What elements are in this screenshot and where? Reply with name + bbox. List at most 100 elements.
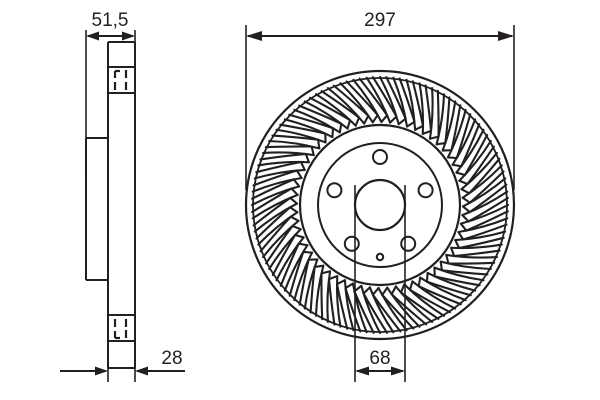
cooling-vane-slot [275,128,327,144]
cooling-vane-slot [283,118,334,139]
dimension-51-5 [85,30,136,180]
cooling-vane-slot [418,82,425,135]
cooling-vane-slot [264,145,313,149]
cooling-vane-slot [455,128,485,174]
cooling-vane-slot-cap [289,215,300,222]
cooling-vane-slot-cap [371,113,379,124]
cooling-vane-slot-cap [338,122,343,134]
cooling-vane-slot [343,279,355,332]
cooling-vane-slot-cap [335,279,346,286]
side-section-view [85,41,136,369]
cooling-vane-slot [450,243,503,250]
dimension-label-51-5: 51,5 [92,10,129,31]
cooling-vane-slot [352,78,383,124]
cooling-vane-slot [458,139,492,182]
cooling-vane-group [250,75,510,335]
cooling-vane-slot [459,203,510,225]
cooling-vane-slot-cap [397,117,407,126]
cooling-vane-slot [439,260,492,271]
cooling-vane-slot-cap [292,178,301,188]
bolt-hole [372,149,388,165]
cooling-vane-slot [433,266,485,282]
cooling-vane-slot-cap [445,253,450,265]
cooling-vane-slot [386,286,421,328]
cooling-vane-slot-cap [320,270,332,275]
section-cut-bottom-box [107,314,136,342]
side-section-cut-top [107,66,136,94]
cooling-vane-slot-cap [455,171,466,177]
dim-arrowhead-left [246,31,262,41]
dim-arrowhead-left [86,31,99,41]
dimension-297 [245,25,515,190]
cooling-vane-slot-cap [450,246,456,258]
cooling-vane-slot-cap [461,214,470,223]
cooling-vane-slot [447,261,496,265]
cooling-vane-slot [253,168,306,180]
cooling-vane-slot-cap [317,138,321,150]
cooling-vane-slot [460,151,498,191]
cooling-vane-slot [457,217,509,234]
cooling-vane-slot [378,75,400,126]
cooling-vane-slot-cap [380,114,389,124]
cooling-vane-slot [451,118,477,166]
disc-hat-inner-circle [317,142,443,268]
cooling-vane-slot [303,100,349,130]
dim-arrowhead-right [122,31,135,41]
cooling-vane-slot-cap [304,152,310,164]
cooling-vane-slot-cap [458,179,469,186]
cooling-vane-slot [293,251,314,302]
cooling-vane-slot [377,286,408,332]
dim-arrowhead-left [95,366,108,376]
cooling-vane-slot [250,185,301,207]
dimension-28 [60,341,185,382]
dimension-label-297: 297 [364,10,396,31]
cooling-vane-slot [253,202,299,233]
cooling-vane-slot [262,151,315,157]
cooling-vane-slot [351,282,368,334]
cooling-vane-slot-cap [354,116,361,127]
cooling-vane-slot-cap [297,242,309,247]
cooling-vane-slot [251,176,303,193]
cooling-vane-slot-cap [457,230,465,241]
cooling-vane-slot-cap [461,205,471,214]
cooling-vane-slot-cap [290,187,299,196]
cooling-vane-slot-cap [390,285,397,296]
cooling-vane-slot [454,230,507,242]
cooling-vane-slot-cap [295,169,303,180]
cooling-vane-slot-cap [425,271,429,283]
cooling-vane-slot-cap [454,239,461,250]
front-face-view [244,69,516,341]
dim-arrowhead-right [391,366,405,376]
cooling-vane-slot-cap [439,260,443,272]
cooling-vane-slot-cap [435,142,447,146]
cooling-vane-slot [419,276,467,302]
cooling-vane-slot-cap [371,286,380,296]
cooling-vane-slot-cap [399,283,406,294]
cooling-vane-slot [268,228,302,271]
cooling-vane-slot [436,89,440,138]
cooling-vane-slot [365,76,392,124]
cooling-vane-slot-cap [459,222,468,232]
center-bore-circle [353,178,407,232]
cooling-vane-slot [394,285,434,323]
cooling-vane-slot-cap [381,286,389,297]
cooling-vane-slot-cap [331,127,335,139]
cooling-vane-slot [392,76,409,128]
dim-arrowhead-right [498,31,514,41]
section-cut-top-box [107,66,136,94]
cooling-vane-slot-cap [421,129,433,135]
cooling-vane-slot [314,93,357,127]
cooling-vane-slot-cap [291,224,302,231]
dim-arrowhead-right [135,366,148,376]
cooling-vane-slot [326,87,366,125]
cooling-vane-slot-cap [363,114,370,125]
cooling-vane-slot [461,177,507,208]
cooling-vane-slot [446,108,467,159]
cooling-vane-slot [262,219,300,259]
cooling-vane-slot-cap [313,264,325,268]
cooling-vane-slot [251,193,299,220]
cooling-vane-slot-cap [294,233,305,239]
dim-arrowhead-left [355,366,369,376]
